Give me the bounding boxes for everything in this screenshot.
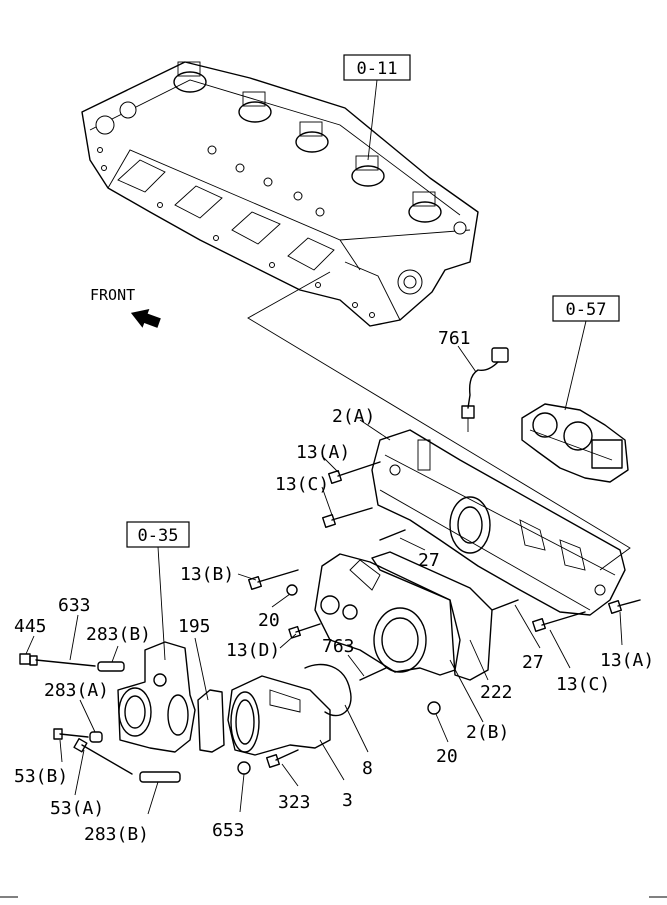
- sensor-761: [461, 347, 509, 432]
- callout-2b[interactable]: 2(B): [466, 722, 509, 743]
- callout-13a-upper[interactable]: 13(A): [296, 442, 350, 463]
- callout-283a[interactable]: 283(A): [44, 680, 109, 701]
- callout-445[interactable]: 445: [14, 616, 47, 637]
- callout-761[interactable]: 761: [438, 328, 471, 349]
- adapter-3: [227, 675, 331, 756]
- throttle-body: [117, 641, 196, 753]
- callout-653[interactable]: 653: [212, 820, 245, 841]
- ref-label: 0-11: [357, 59, 398, 79]
- gasket-195: [197, 689, 225, 753]
- callout-323[interactable]: 323: [278, 792, 311, 813]
- intake-manifold: [371, 429, 626, 616]
- callout-53a[interactable]: 53(A): [50, 798, 104, 819]
- callout-leaders: [25, 419, 623, 815]
- ref-box-0-57[interactable]: 0-57: [552, 295, 620, 322]
- callout-2a[interactable]: 2(A): [332, 406, 375, 427]
- callout-20-lower[interactable]: 20: [436, 746, 458, 767]
- callout-13a-lower[interactable]: 13(A): [600, 650, 654, 671]
- callout-222[interactable]: 222: [480, 682, 513, 703]
- callout-283b-upper[interactable]: 283(B): [86, 624, 151, 645]
- callout-283b-lower[interactable]: 283(B): [84, 824, 149, 845]
- callout-20-upper[interactable]: 20: [258, 610, 280, 631]
- callouts: 761 2(A) 13(A) 13(C) 27 13(B) 20 13(D) 7…: [14, 328, 654, 845]
- callout-763[interactable]: 763: [322, 636, 355, 657]
- callout-13c-upper[interactable]: 13(C): [275, 474, 329, 495]
- ref-box-0-11[interactable]: 0-11: [343, 54, 411, 81]
- callout-8[interactable]: 8: [362, 758, 373, 779]
- egr-valve: [521, 403, 629, 483]
- callout-3[interactable]: 3: [342, 790, 353, 811]
- callout-13d[interactable]: 13(D): [226, 640, 280, 661]
- callout-13c-lower[interactable]: 13(C): [556, 674, 610, 695]
- ref-label: 0-35: [138, 526, 179, 546]
- callout-13b[interactable]: 13(B): [180, 564, 234, 585]
- front-arrow-icon: [130, 308, 161, 328]
- callout-195[interactable]: 195: [178, 616, 211, 637]
- ref-label: 0-57: [566, 300, 607, 320]
- callout-53b[interactable]: 53(B): [14, 766, 68, 787]
- gasket-8: [304, 663, 352, 717]
- ref-box-0-35[interactable]: 0-35: [126, 521, 190, 548]
- gasket-222: [371, 551, 493, 681]
- callout-633[interactable]: 633: [58, 595, 91, 616]
- callout-27-upper[interactable]: 27: [418, 550, 440, 571]
- cylinder-head: [81, 61, 479, 327]
- front-label: FRONT: [90, 286, 135, 304]
- fasteners: [19, 461, 641, 783]
- lower-manifold-2b: [314, 553, 461, 676]
- callout-27-lower[interactable]: 27: [522, 652, 544, 673]
